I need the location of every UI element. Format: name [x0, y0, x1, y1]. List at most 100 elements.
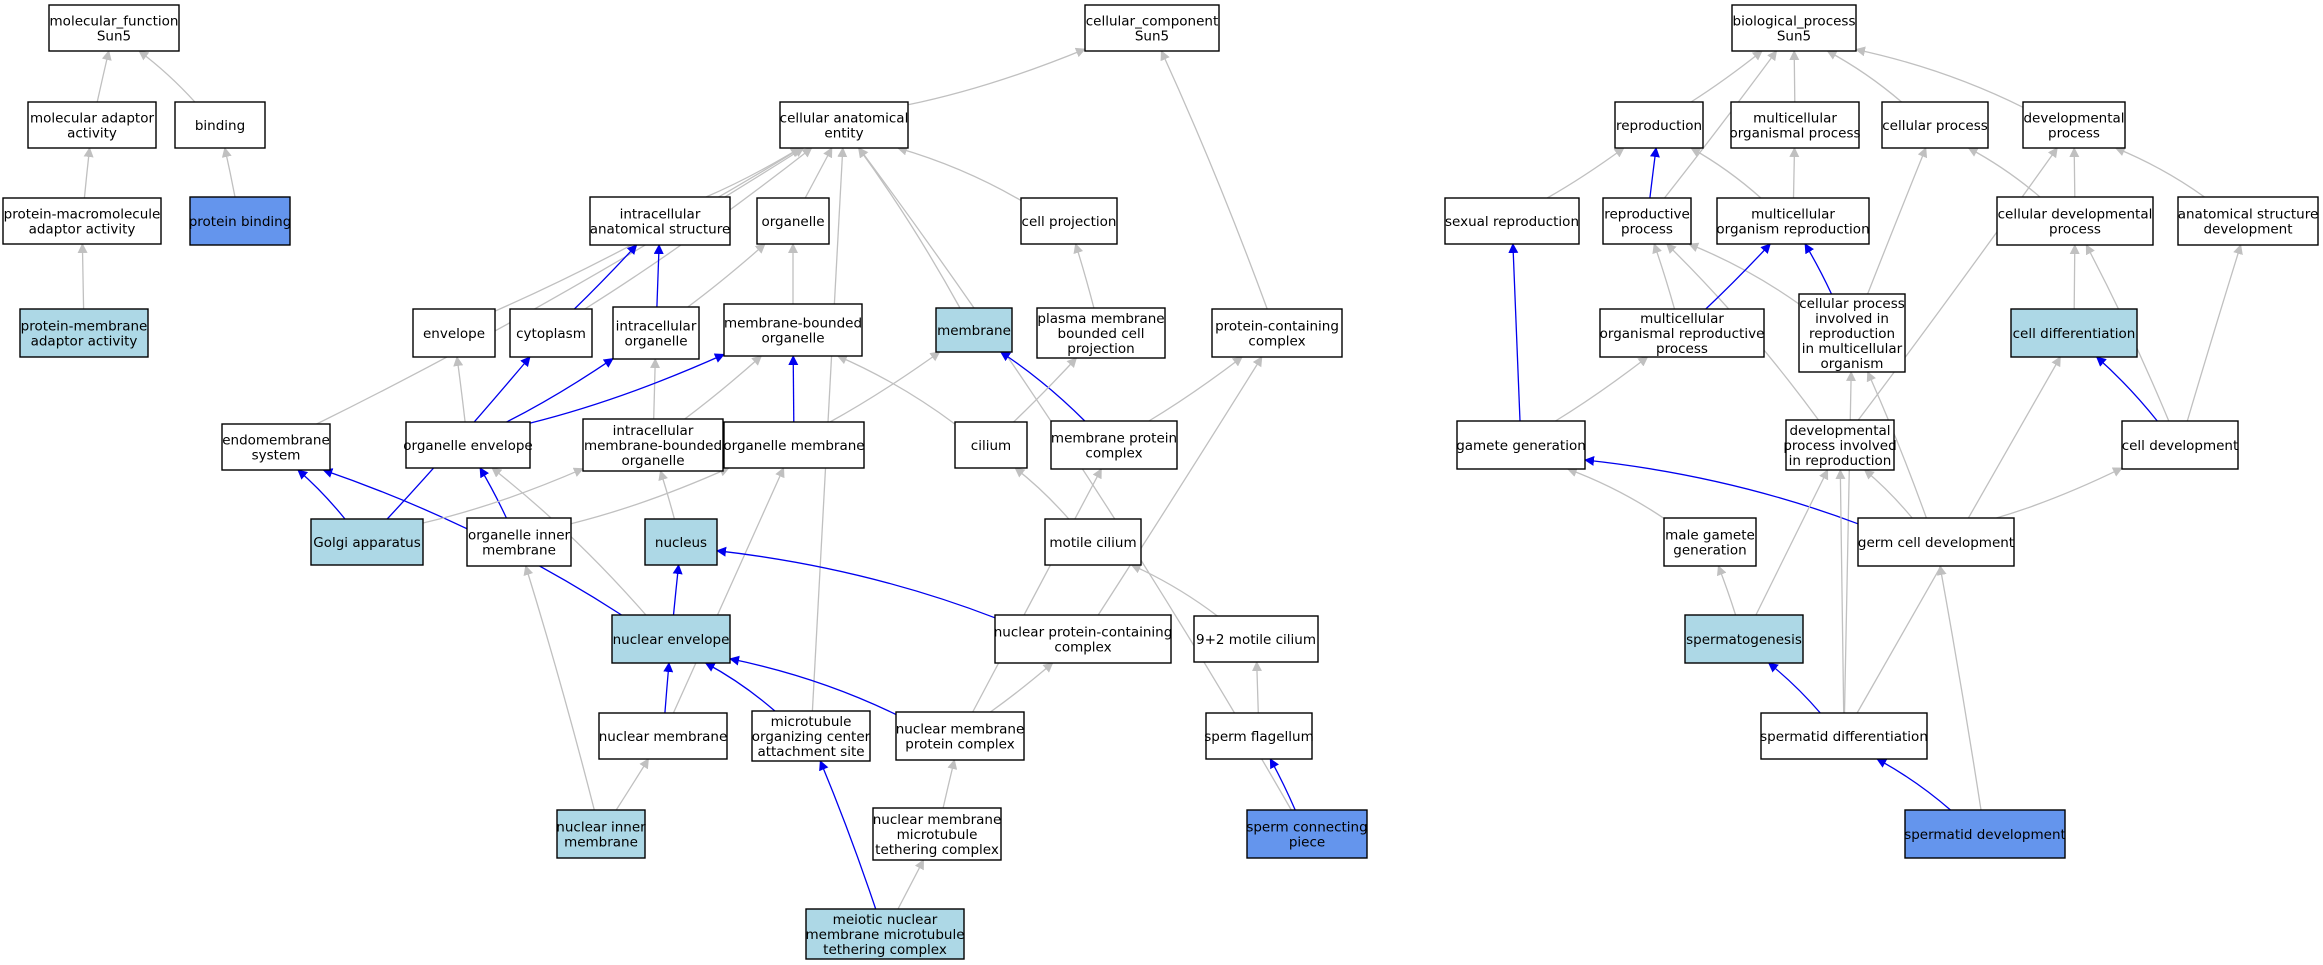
node-box: [1205, 712, 1313, 760]
node-organelle[interactable]: organelle: [756, 197, 830, 245]
node-label: spermatid development: [1904, 827, 2066, 843]
node-binding[interactable]: binding: [174, 101, 266, 149]
node-label: biological_process: [1733, 14, 1856, 30]
edge-path: [704, 662, 776, 712]
node-envelope[interactable]: envelope: [412, 308, 496, 358]
edge-path: [83, 147, 94, 199]
edge-pmbcp-to-cell_projection: [1073, 243, 1095, 309]
edge-path: [1546, 147, 1625, 199]
node-label: multicellular: [1753, 111, 1837, 127]
node-label: development: [2203, 222, 2292, 238]
edge-path: [1863, 469, 1913, 519]
node-label: cellular anatomical: [780, 111, 909, 127]
edge-org_env-to-intra_org: [506, 358, 614, 423]
node-label: anatomical structure: [2178, 207, 2319, 223]
edge-mol_adaptor-to-mf: [96, 50, 112, 103]
node-nucleus[interactable]: nucleus: [644, 518, 718, 566]
node-protein-binding[interactable]: protein binding: [189, 196, 292, 246]
edge-organelle-to-cae: [804, 147, 833, 199]
node-label: cell development: [2122, 438, 2239, 454]
node-org-mem[interactable]: organelle membrane: [723, 421, 865, 469]
node-sex-repro[interactable]: sexual reproduction: [1444, 197, 1580, 245]
edge-cdp-to-cell_proc: [1967, 147, 2041, 198]
node-cilium[interactable]: cilium: [954, 421, 1028, 469]
edge-path: [1789, 147, 1800, 199]
edge-path: [1160, 50, 1268, 310]
node-spermatogenesis[interactable]: spermatogenesis: [1684, 614, 1804, 664]
edge-cytoplasm-to-ias: [573, 244, 638, 310]
edge-spermatid_dev-to-spermatid_diff: [1876, 758, 1951, 811]
node-cilium92[interactable]: 9+2 motile cilium: [1193, 615, 1319, 663]
node-nuc-env[interactable]: nuclear envelope: [611, 614, 731, 664]
node-label: intracellular: [613, 423, 694, 439]
node-nuc-mem[interactable]: nuclear membrane: [598, 712, 728, 760]
edge-path: [1705, 243, 1771, 310]
node-label: sperm connecting: [1246, 820, 1367, 836]
node-box: [1050, 420, 1178, 470]
node-label: binding: [195, 118, 245, 134]
node-cell-dev[interactable]: cell development: [2121, 420, 2239, 470]
node-box: [1904, 809, 2066, 859]
node-spermatid-dev[interactable]: spermatid development: [1904, 809, 2066, 859]
edge-dpir-to-dev_proc: [1857, 147, 2058, 421]
node-gamete-gen[interactable]: gamete generation: [1456, 420, 1586, 470]
node-box: [895, 711, 1025, 761]
node-motile-cilium[interactable]: motile cilium: [1044, 518, 1142, 566]
node-cell-diff[interactable]: cell differentiation: [2010, 308, 2138, 358]
edge-path: [2069, 147, 2080, 198]
edge-mpc-to-membrane: [999, 351, 1086, 422]
node-membrane[interactable]: membrane: [935, 307, 1013, 353]
node-box: [1020, 197, 1118, 245]
node-label: in reproduction: [1789, 453, 1892, 469]
node-sperm-flag[interactable]: sperm flagellum: [1204, 712, 1314, 760]
node-golgi[interactable]: Golgi apparatus: [310, 518, 424, 566]
node-gcd[interactable]: germ cell development: [1857, 517, 2015, 567]
node-cytoplasm[interactable]: cytoplasm: [509, 308, 593, 358]
edge-spermatid_diff-to-spermatogenesis: [1767, 662, 1821, 714]
node-org-env[interactable]: organelle envelope: [403, 421, 533, 469]
edge-path: [819, 760, 877, 910]
node-reproduction[interactable]: reproduction: [1614, 101, 1704, 149]
node-label: adaptor activity: [29, 222, 136, 238]
node-spermatid-diff[interactable]: spermatid differentiation: [1760, 712, 1928, 760]
node-box: [1456, 420, 1586, 470]
node-label: nuclear membrane: [599, 729, 728, 745]
node-cell-proc[interactable]: cellular process: [1881, 101, 1989, 149]
node-label: microtubule: [771, 714, 852, 730]
edge-path: [1130, 564, 1218, 617]
node-cell-projection[interactable]: cell projection: [1020, 197, 1118, 245]
